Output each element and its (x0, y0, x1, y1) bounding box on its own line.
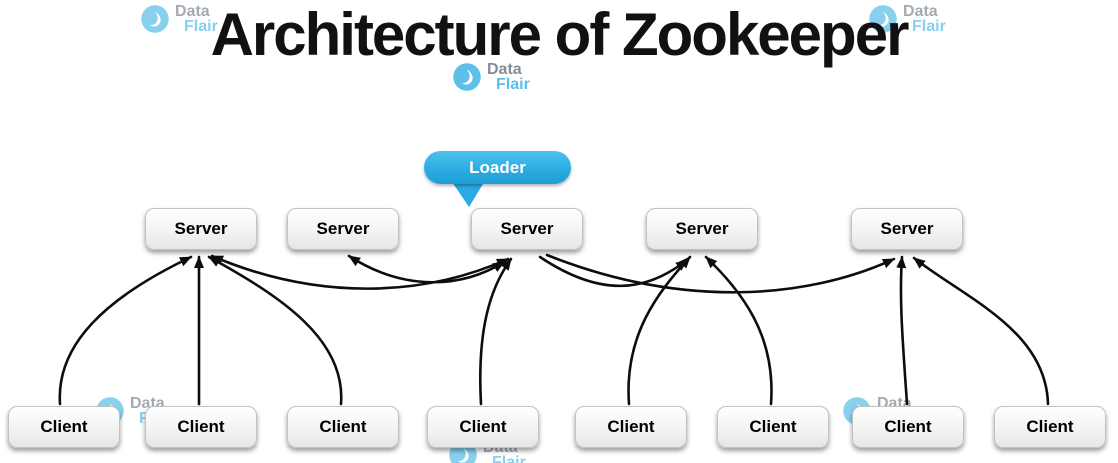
page-title: Architecture of Zookeeper (210, 1, 910, 68)
dataflair-logo-icon (869, 5, 897, 33)
watermark-data-text: Data (487, 61, 522, 78)
arrow-client6-server4 (704, 255, 773, 406)
client-box-1: Client (8, 406, 120, 448)
client-box-4: Client (427, 406, 539, 448)
dataflair-watermark-text: Data Flair (903, 3, 946, 35)
dataflair-logo-icon (453, 63, 481, 91)
loader-bubble: Loader (424, 151, 571, 184)
server-box-1: Server (145, 208, 257, 250)
dataflair-watermark: Data Flair (452, 61, 530, 93)
arrow-client7-server5 (896, 255, 909, 406)
arrow-client1-server1 (58, 255, 193, 406)
client-box-3: Client (287, 406, 399, 448)
watermark-flair-text: Flair (912, 18, 946, 35)
client-box-7: Client (852, 406, 964, 448)
server-box-2: Server (287, 208, 399, 250)
watermark-flair-text: Flair (184, 18, 218, 35)
watermark-flair-text: Flair (496, 76, 530, 93)
client-box-6: Client (717, 406, 829, 448)
dataflair-watermark-text: Data Flair (175, 3, 218, 35)
dataflair-watermark-text: Data Flair (487, 61, 530, 93)
watermark-data-text: Data (175, 3, 210, 20)
server-box-4: Server (646, 208, 758, 250)
arrow-server3-server5 (545, 253, 896, 294)
arrow-client5-server4 (627, 255, 692, 406)
server-box-5: Server (851, 208, 963, 250)
arrow-server2-server3 (347, 254, 506, 284)
watermark-flair-text: Flair (492, 454, 526, 463)
client-box-5: Client (575, 406, 687, 448)
arrow-client8-server5 (912, 256, 1050, 406)
arrow-server3-server4 (538, 255, 689, 288)
dataflair-watermark: Data Flair (140, 3, 218, 35)
arrow-client3-server1 (207, 255, 343, 406)
client-box-2: Client (145, 406, 257, 448)
server-box-3: Server (471, 208, 583, 250)
watermark-data-text: Data (903, 3, 938, 20)
dataflair-logo-icon (141, 5, 169, 33)
dataflair-watermark: Data Flair (868, 3, 946, 35)
arrow-server1-server3 (210, 254, 510, 290)
client-box-8: Client (994, 406, 1106, 448)
arrow-client4-server3 (479, 257, 513, 406)
